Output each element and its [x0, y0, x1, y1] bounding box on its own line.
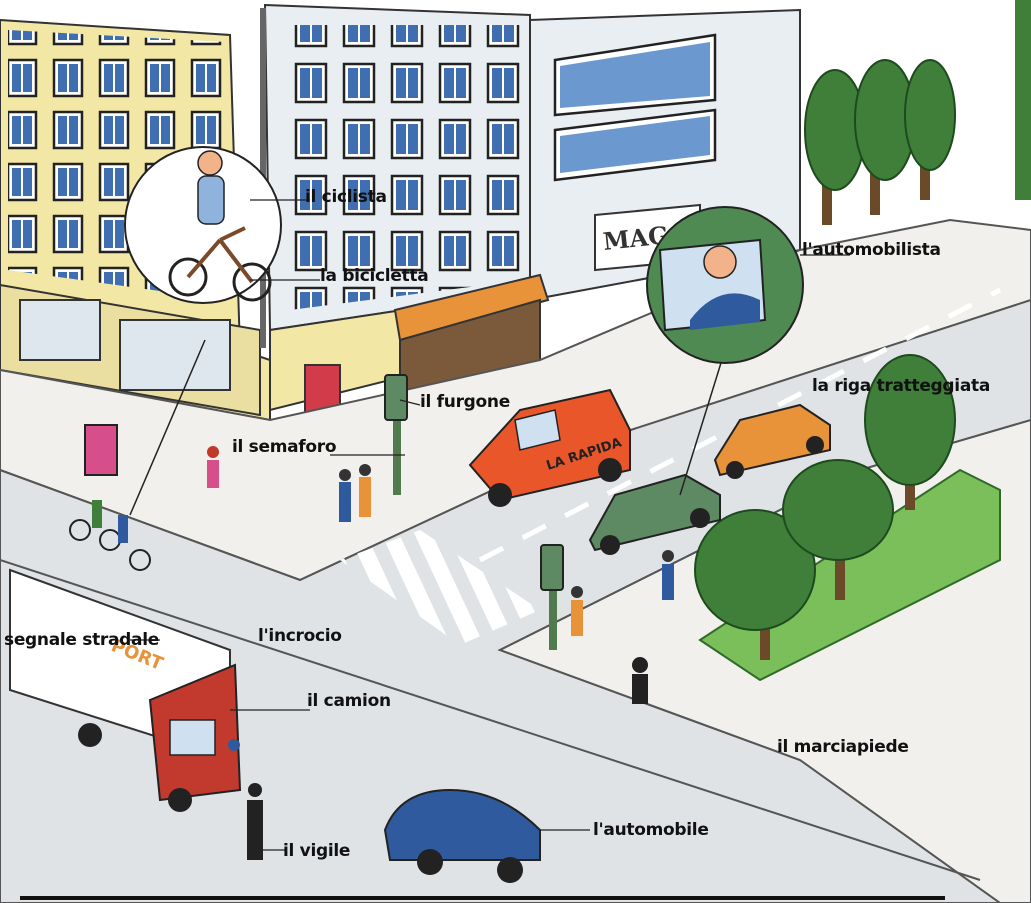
leader-lines [130, 399, 590, 851]
blue-car [383, 788, 541, 883]
label-camion: il camion [307, 691, 391, 711]
label-riga-tratteggiata: la riga tratteggiata [812, 376, 990, 396]
traffic-light-lower [540, 544, 564, 650]
label-bicicletta: la bicicletta [320, 266, 429, 286]
label-semaforo: il semaforo [232, 437, 337, 457]
label-incrocio: l'incrocio [258, 626, 342, 646]
traffic-light-upper [384, 374, 408, 495]
label-furgone: il furgone [420, 392, 510, 412]
label-marciapiede: il marciapiede [777, 737, 909, 757]
label-ciclista: il ciclista [305, 187, 387, 207]
mailbox [84, 424, 118, 476]
trees-lower-right [694, 354, 956, 660]
cyclist-callout [124, 146, 320, 516]
label-automobile: l'automobile [593, 820, 709, 840]
truck-illustration: PORT [9, 568, 242, 812]
driver-callout [646, 206, 850, 496]
orange-car [713, 403, 831, 479]
trees-top-right [804, 59, 956, 225]
zebra-crossing [340, 530, 540, 645]
van-illustration: LA RAPIDA [468, 388, 631, 507]
label-automobilista: l'automobilista [802, 240, 941, 260]
small-cyclists [69, 500, 151, 571]
left-building [0, 18, 271, 422]
curb-line [0, 559, 981, 881]
green-strip [1015, 0, 1031, 200]
label-segnale-stradale: segnale stradale [4, 630, 159, 650]
pedestrians [207, 446, 674, 860]
green-car [588, 473, 721, 555]
label-vigile: il vigile [283, 841, 351, 861]
